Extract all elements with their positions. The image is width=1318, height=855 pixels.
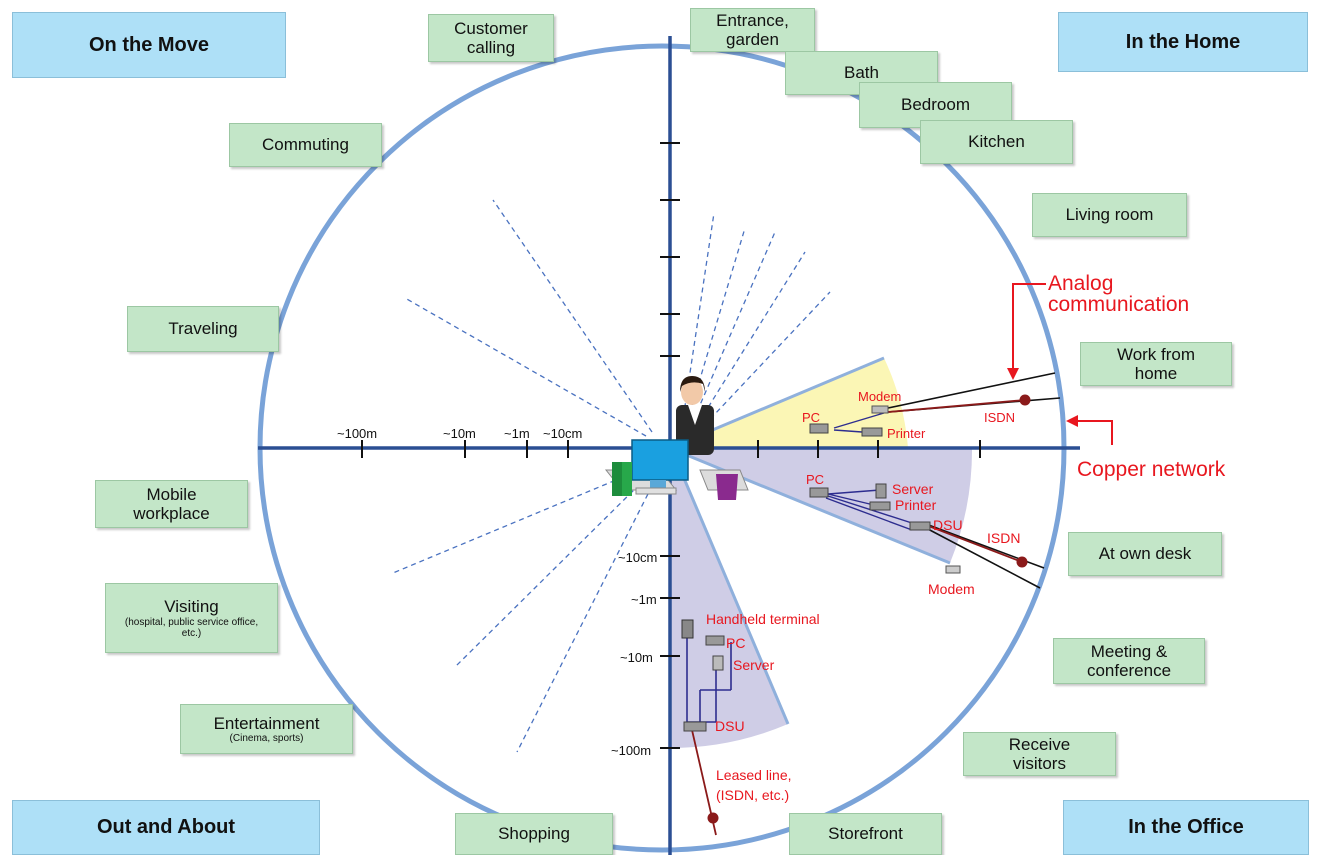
scale-v-100m: ~100m xyxy=(611,743,651,758)
office-server-icon xyxy=(875,483,887,499)
home-pc-icon xyxy=(809,423,829,434)
activity-commuting: Commuting xyxy=(229,123,382,167)
scale-h-100m: ~100m xyxy=(337,426,377,441)
quadrant-out-and-about: Out and About xyxy=(12,800,320,855)
activity-living-room: Living room xyxy=(1032,193,1187,237)
analog-line xyxy=(887,372,1056,409)
activity-meeting-conference: Meeting & conference xyxy=(1053,638,1205,684)
office-printer-icon xyxy=(869,501,891,511)
field-pc-label: PC xyxy=(726,635,745,651)
office-sector-edge xyxy=(671,447,951,565)
field-server-label: Server xyxy=(733,657,775,673)
home-printer-label: Printer xyxy=(887,426,926,441)
field-sector-edge xyxy=(670,449,790,725)
home-modem-label: Modem xyxy=(858,389,901,404)
activity-kitchen: Kitchen xyxy=(920,120,1073,164)
quadrant-in-the-office: In the Office xyxy=(1063,800,1309,855)
home-pc-label: PC xyxy=(802,410,820,425)
field-pc-icon xyxy=(705,635,725,646)
office-server-label: Server xyxy=(892,481,934,497)
quadrant-on-the-move: On the Move xyxy=(12,12,286,78)
activity-entrance-garden: Entrance, garden xyxy=(690,8,815,52)
office-dsu-label: DSU xyxy=(933,517,963,533)
office-isdn-node xyxy=(1016,556,1028,568)
activity-visiting: Visiting(hospital, public service office… xyxy=(105,583,278,653)
scale-h-1m: ~1m xyxy=(504,426,530,441)
activity-traveling: Traveling xyxy=(127,306,279,352)
callout-arrows xyxy=(1012,283,1113,445)
activity-entertainment: Entertainment(Cinema, sports) xyxy=(180,704,353,754)
scale-h-10m: ~10m xyxy=(443,426,476,441)
field-sector xyxy=(670,448,788,749)
copper-callout: Copper network xyxy=(1077,458,1226,481)
field-leased-label-1: Leased line, xyxy=(716,767,792,783)
home-isdn-label: ISDN xyxy=(984,410,1015,425)
scale-h-10cm: ~10cm xyxy=(543,426,582,441)
activity-work-from-home: Work from home xyxy=(1080,342,1232,386)
scale-v-1m: ~1m xyxy=(631,592,657,607)
office-pc-label: PC xyxy=(806,472,824,487)
scale-v-10m: ~10m xyxy=(620,650,653,665)
field-handheld-icon xyxy=(681,619,694,639)
office-modem-label: Modem xyxy=(928,581,975,597)
office-analog-line xyxy=(925,527,1041,589)
field-handheld-label: Handheld terminal xyxy=(706,611,820,627)
analog-callout-line1: Analog xyxy=(1048,272,1113,295)
leased-line-node xyxy=(707,812,719,824)
activity-storefront: Storefront xyxy=(789,813,942,855)
dashed-rays xyxy=(392,199,831,753)
field-dsu-label: DSU xyxy=(715,718,745,734)
quadrant-in-the-home: In the Home xyxy=(1058,12,1308,72)
copper-arrowhead xyxy=(1066,415,1078,427)
office-pc-icon xyxy=(809,487,829,498)
analog-arrowhead xyxy=(1007,368,1019,380)
scale-v-10cm: ~10cm xyxy=(618,550,657,565)
field-server-icon xyxy=(712,655,724,671)
home-isdn-line xyxy=(887,399,1026,413)
axis-ticks xyxy=(361,142,981,749)
home-sector xyxy=(670,358,908,448)
activity-shopping: Shopping xyxy=(455,813,613,855)
person-at-desk-illustration xyxy=(604,376,749,500)
home-modem-icon xyxy=(871,405,889,414)
analog-callout-line2: communication xyxy=(1048,293,1189,316)
office-modem-icon xyxy=(945,565,961,574)
office-dsu-icon xyxy=(909,521,931,531)
activity-mobile-workplace: Mobile workplace xyxy=(95,480,248,528)
home-printer-icon xyxy=(861,427,883,437)
office-printer-label: Printer xyxy=(895,497,937,513)
activity-receive-visitors: Receive visitors xyxy=(963,732,1116,776)
field-leased-label-2: (ISDN, etc.) xyxy=(716,787,789,803)
office-isdn-label: ISDN xyxy=(987,530,1020,546)
home-printer-link xyxy=(833,429,863,433)
field-dsu-icon xyxy=(683,721,707,732)
office-isdn-line xyxy=(925,524,1023,563)
home-pc-link xyxy=(833,412,885,429)
activity-at-own-desk: At own desk xyxy=(1068,532,1222,576)
home-isdn-node xyxy=(1019,394,1031,406)
office-sector xyxy=(670,448,973,563)
activity-customer-calling: Customer calling xyxy=(428,14,554,62)
